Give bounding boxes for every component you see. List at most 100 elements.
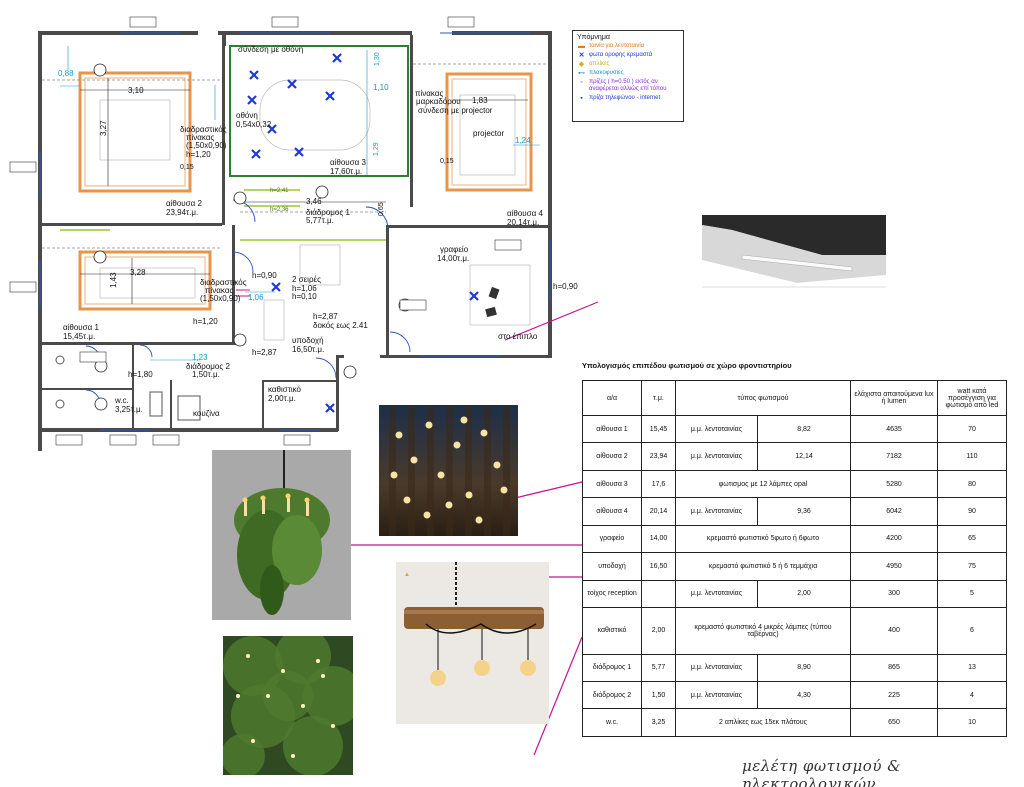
furniture (99, 79, 531, 341)
room-label: αίθουσα 4 (507, 209, 543, 218)
table-cell: 5,77 (641, 653, 676, 683)
dim: 0,88 (58, 69, 74, 78)
note: οθόνη (236, 111, 258, 120)
note: h=1,20 (193, 317, 218, 326)
room-area: 17,60τ.μ. (330, 167, 362, 176)
col-header: τ.μ. (641, 380, 676, 416)
room-label: καθιστικό (268, 385, 302, 394)
room-label: κουζίνα (193, 409, 220, 418)
room-label: διάδρομος 2 (186, 362, 230, 371)
table-cell: 80 (937, 469, 1007, 499)
ceiling-light-x-icon (332, 53, 342, 63)
table-cell: 6 (937, 606, 1007, 655)
table-cell: 3,25 (641, 708, 676, 737)
table-cell: αίθουσα 4 (582, 497, 642, 526)
room-area: 20,14τ.μ. (507, 218, 539, 227)
table-cell: μ.μ. λεντοταινίας (675, 579, 758, 608)
table-cell: 2,00 (641, 606, 676, 655)
table-cell: 70 (937, 414, 1007, 444)
ceiling-light-x-icon (247, 95, 257, 105)
table-cell: 300 (850, 579, 938, 608)
foliage-lights-photo (223, 636, 353, 775)
room-area: 16,50τ.μ. (292, 345, 324, 354)
office-fixtures (55, 286, 500, 421)
ceiling-light-x-icon (267, 124, 277, 134)
table-cell: 4950 (850, 552, 938, 581)
aplique-icon: ◆ (578, 61, 585, 68)
note: μαρκαδόρου (416, 97, 461, 106)
table-cell: αίθουσα 2 (582, 442, 642, 471)
table-cell: 1,50 (641, 681, 676, 710)
note: (1,50x0,90) (186, 141, 227, 150)
table-cell: 75 (937, 552, 1007, 581)
dim: 1,29 (373, 142, 380, 156)
ceiling-light-x-icon (249, 70, 259, 80)
black-dims (80, 78, 528, 304)
note: projector (473, 129, 504, 138)
legend-title: Υπόμνημα (577, 34, 610, 41)
note: h=2,87 (313, 312, 338, 321)
table-cell: φωτισμος με 12 λάμπες opal (675, 469, 851, 499)
room-label: υποδοχή (292, 336, 324, 345)
ceiling-light-x-icon (469, 291, 479, 301)
note: δοκός εως 2.41 (313, 321, 368, 330)
room-area: 5,77τ.μ. (306, 216, 334, 225)
col-header: α/α (582, 380, 642, 416)
table-cell: μ.μ. λεντοταινίας (675, 414, 758, 444)
aplique-lines (60, 189, 386, 241)
table-cell: 7182 (850, 442, 938, 471)
table-cell: 10 (937, 708, 1007, 737)
note: h=1,06 (292, 284, 317, 293)
room-area: 15,45τ.μ. (63, 332, 95, 341)
table-cell: 5 (937, 579, 1007, 608)
ceiling-lights (247, 53, 479, 413)
note: πίνακας (186, 133, 214, 142)
table-cell: τοίχος reception (582, 579, 642, 608)
dim: 1,83 (472, 96, 488, 105)
table-cell: 9,36 (757, 497, 851, 526)
windows (39, 32, 551, 431)
room-label: αίθουσα 2 (166, 199, 202, 208)
room-label: αίθουσα 1 (63, 323, 99, 332)
legend-item: ✕φωτα οροφης κρεμαστά (578, 52, 653, 59)
table-cell: 8,90 (757, 653, 851, 683)
wood-beam-pendant-photo: ▲ (396, 562, 549, 724)
light-switch-markers (93, 63, 412, 411)
note: h=1,20 (186, 150, 211, 159)
phone-socket-icon: ▪ (580, 95, 583, 102)
dim: 3,10 (128, 86, 144, 95)
table-cell: 4 (937, 681, 1007, 710)
room-label: γραφείο (440, 245, 469, 254)
table-cell (641, 579, 676, 608)
table-cell: κρεμαστό φωτιστικό 5 ή 6 τεμμάχια (675, 552, 851, 581)
ceiling-light-x-icon (294, 147, 304, 157)
note: στο έπιπλο (498, 332, 538, 341)
note: διαδραστικός (200, 278, 247, 287)
table-cell: 400 (850, 606, 938, 655)
connector-lines (348, 301, 599, 756)
room-label: w.c. (114, 396, 129, 405)
table-cell: 8,82 (757, 414, 851, 444)
table-cell: 15,45 (641, 414, 676, 444)
dim: 0,15 (180, 164, 194, 171)
signature: μελέτη φωτισμού & ηλεκτρολογικών (742, 757, 902, 787)
table-cell: αίθουσα 3 (582, 469, 642, 499)
dim: 0,65 (378, 202, 385, 216)
table-cell: μ.μ. λεντοταινίας (675, 681, 758, 710)
table-cell: 2,00 (757, 579, 851, 608)
ceiling-light-x-icon (325, 403, 335, 413)
dim: 0,15 (440, 158, 454, 165)
room-area: 1,50τ.μ. (192, 370, 220, 379)
table-cell: 23,94 (641, 442, 676, 471)
table-cell: 17,6 (641, 469, 676, 499)
table-header-row: α/α τ.μ. τύπος φωτισμού ελάχιστα απαιτού… (582, 380, 1007, 416)
ceiling-light-x-icon (251, 149, 261, 159)
note: h=0,90 (553, 282, 578, 291)
